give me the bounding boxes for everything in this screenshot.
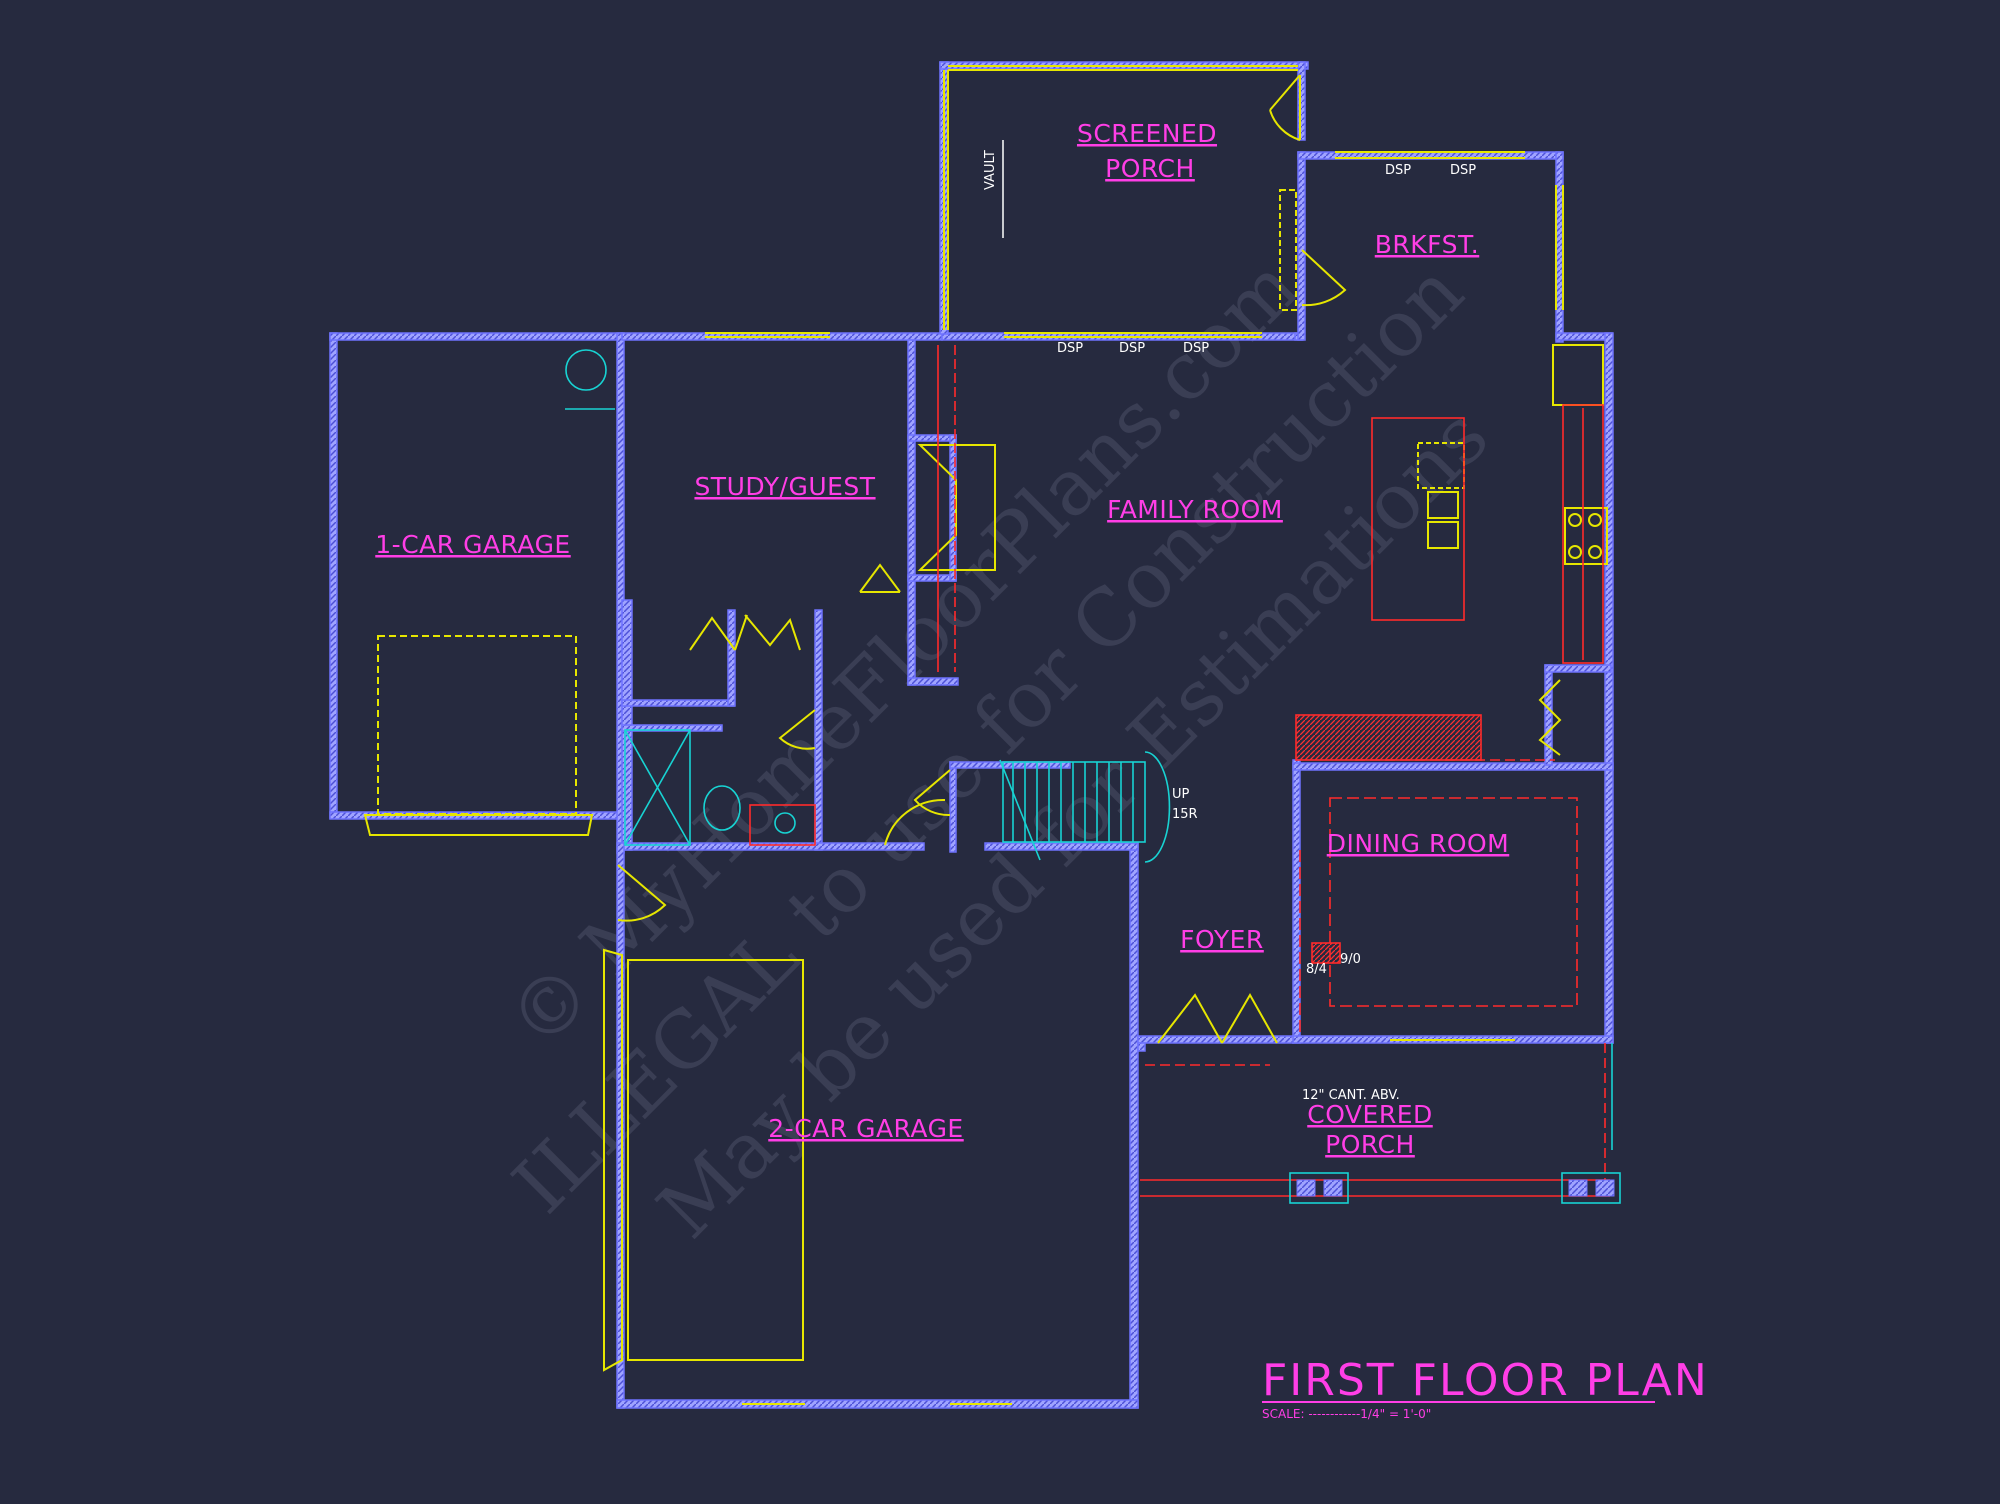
note-vault: VAULT [983, 150, 998, 190]
label-foyer: FOYER [1180, 925, 1264, 954]
porch-columns [1296, 1179, 1615, 1197]
stairs-plumbing [565, 349, 1621, 1204]
label-1-car-garage: 1-CAR GARAGE [375, 530, 570, 559]
note-cantilever: 12" CANT. ABV. [1302, 1088, 1400, 1103]
note-dsp-4: DSP [1119, 341, 1145, 356]
plan-scale: SCALE: ------------1/4" = 1'-0" [1262, 1407, 1431, 1421]
label-2-car-garage: 2-CAR GARAGE [768, 1114, 963, 1143]
label-screened-porch-2: PORCH [1105, 154, 1195, 183]
label-screened-porch-1: SCREENED [1077, 119, 1217, 148]
note-dsp-3: DSP [1057, 341, 1083, 356]
label-family-room: FAMILY ROOM [1107, 495, 1283, 524]
fixtures [749, 345, 1610, 1197]
label-covered-porch-1: COVERED [1307, 1100, 1433, 1129]
note-dsp-5: DSP [1183, 341, 1209, 356]
note-dim-b: 9/0 [1340, 952, 1361, 967]
label-covered-porch-2: PORCH [1325, 1130, 1415, 1159]
note-dsp-1: DSP [1385, 163, 1411, 178]
note-dim-a: 8/4 [1306, 962, 1327, 977]
label-dining-room: DINING ROOM [1327, 829, 1510, 858]
note-dsp-2: DSP [1450, 163, 1476, 178]
note-stair-up: UP [1172, 787, 1190, 802]
label-brkfst: BRKFST. [1375, 230, 1479, 259]
note-stair-risers: 15R [1172, 807, 1198, 822]
plan-title: FIRST FLOOR PLAN [1262, 1355, 1709, 1406]
label-study-guest: STUDY/GUEST [694, 472, 875, 501]
windows-doors [363, 65, 1608, 1405]
